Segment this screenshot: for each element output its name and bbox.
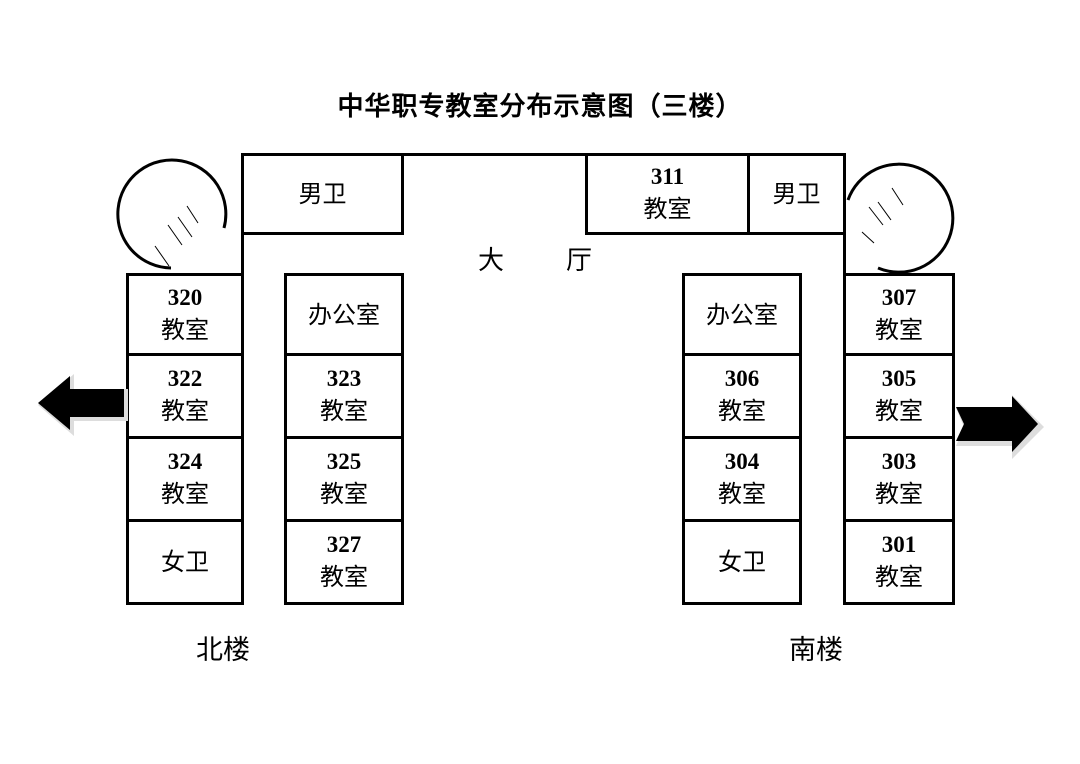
room-label: 办公室: [308, 300, 380, 329]
room-label: 男卫: [772, 180, 821, 208]
room-311[interactable]: 311 教室: [585, 153, 750, 235]
diagram-title: 中华职专教室分布示意图（三楼）: [337, 92, 743, 122]
room-303[interactable]: 303 教室: [843, 436, 955, 522]
top-outer-wall: [241, 153, 846, 156]
hall-label-char2: 厅: [566, 246, 593, 276]
room-number: 327: [326, 532, 362, 557]
room-number: 301: [881, 532, 917, 557]
room-label: 教室: [320, 563, 368, 591]
room-323[interactable]: 323 教室: [284, 353, 404, 439]
room-label: 女卫: [718, 548, 766, 576]
south-corridor-inner-wall: [843, 273, 846, 605]
north-corridor-inner-wall: [241, 273, 244, 605]
room-306[interactable]: 306 教室: [682, 353, 802, 439]
room-label: 男卫: [298, 180, 347, 208]
room-label: 教室: [161, 480, 209, 508]
south-exit-arrow-icon: [956, 395, 1044, 459]
room-307[interactable]: 307 教室: [843, 273, 955, 356]
room-label: 办公室: [706, 300, 778, 329]
room-number: 322: [167, 366, 203, 391]
room-number: 303: [881, 449, 917, 474]
south-wing-label: 南楼: [789, 635, 843, 666]
room-south-mens-restroom[interactable]: 男卫: [747, 153, 846, 235]
room-label: 女卫: [161, 548, 209, 576]
room-number: 323: [326, 366, 362, 391]
hall-label-char1: 大: [478, 246, 505, 276]
room-south-womens-restroom[interactable]: 女卫: [682, 519, 802, 605]
room-label: 教室: [643, 195, 692, 223]
room-label: 教室: [875, 563, 923, 591]
south-stairwell-icon: [846, 162, 955, 274]
room-label: 教室: [875, 480, 923, 508]
room-label: 教室: [875, 397, 923, 425]
room-number: 325: [326, 449, 362, 474]
room-number: 324: [167, 449, 203, 474]
room-number: 320: [167, 284, 203, 310]
north-stairwell-icon: [116, 158, 228, 270]
room-327[interactable]: 327 教室: [284, 519, 404, 605]
room-label: 教室: [875, 315, 923, 344]
room-north-mens-restroom[interactable]: 男卫: [241, 153, 404, 235]
room-label: 教室: [161, 315, 209, 344]
north-exit-arrow-icon: [38, 374, 128, 436]
room-label: 教室: [718, 397, 766, 425]
room-number: 311: [650, 164, 685, 189]
room-number: 307: [881, 284, 917, 310]
room-label: 教室: [320, 480, 368, 508]
room-number: 306: [724, 366, 760, 391]
room-south-office[interactable]: 办公室: [682, 273, 802, 356]
north-wing-label: 北楼: [196, 635, 250, 666]
room-label: 教室: [718, 480, 766, 508]
room-304[interactable]: 304 教室: [682, 436, 802, 522]
room-number: 305: [881, 366, 917, 391]
room-label: 教室: [161, 397, 209, 425]
room-number: 304: [724, 449, 760, 474]
room-north-womens-restroom[interactable]: 女卫: [126, 519, 244, 605]
room-label: 教室: [320, 397, 368, 425]
